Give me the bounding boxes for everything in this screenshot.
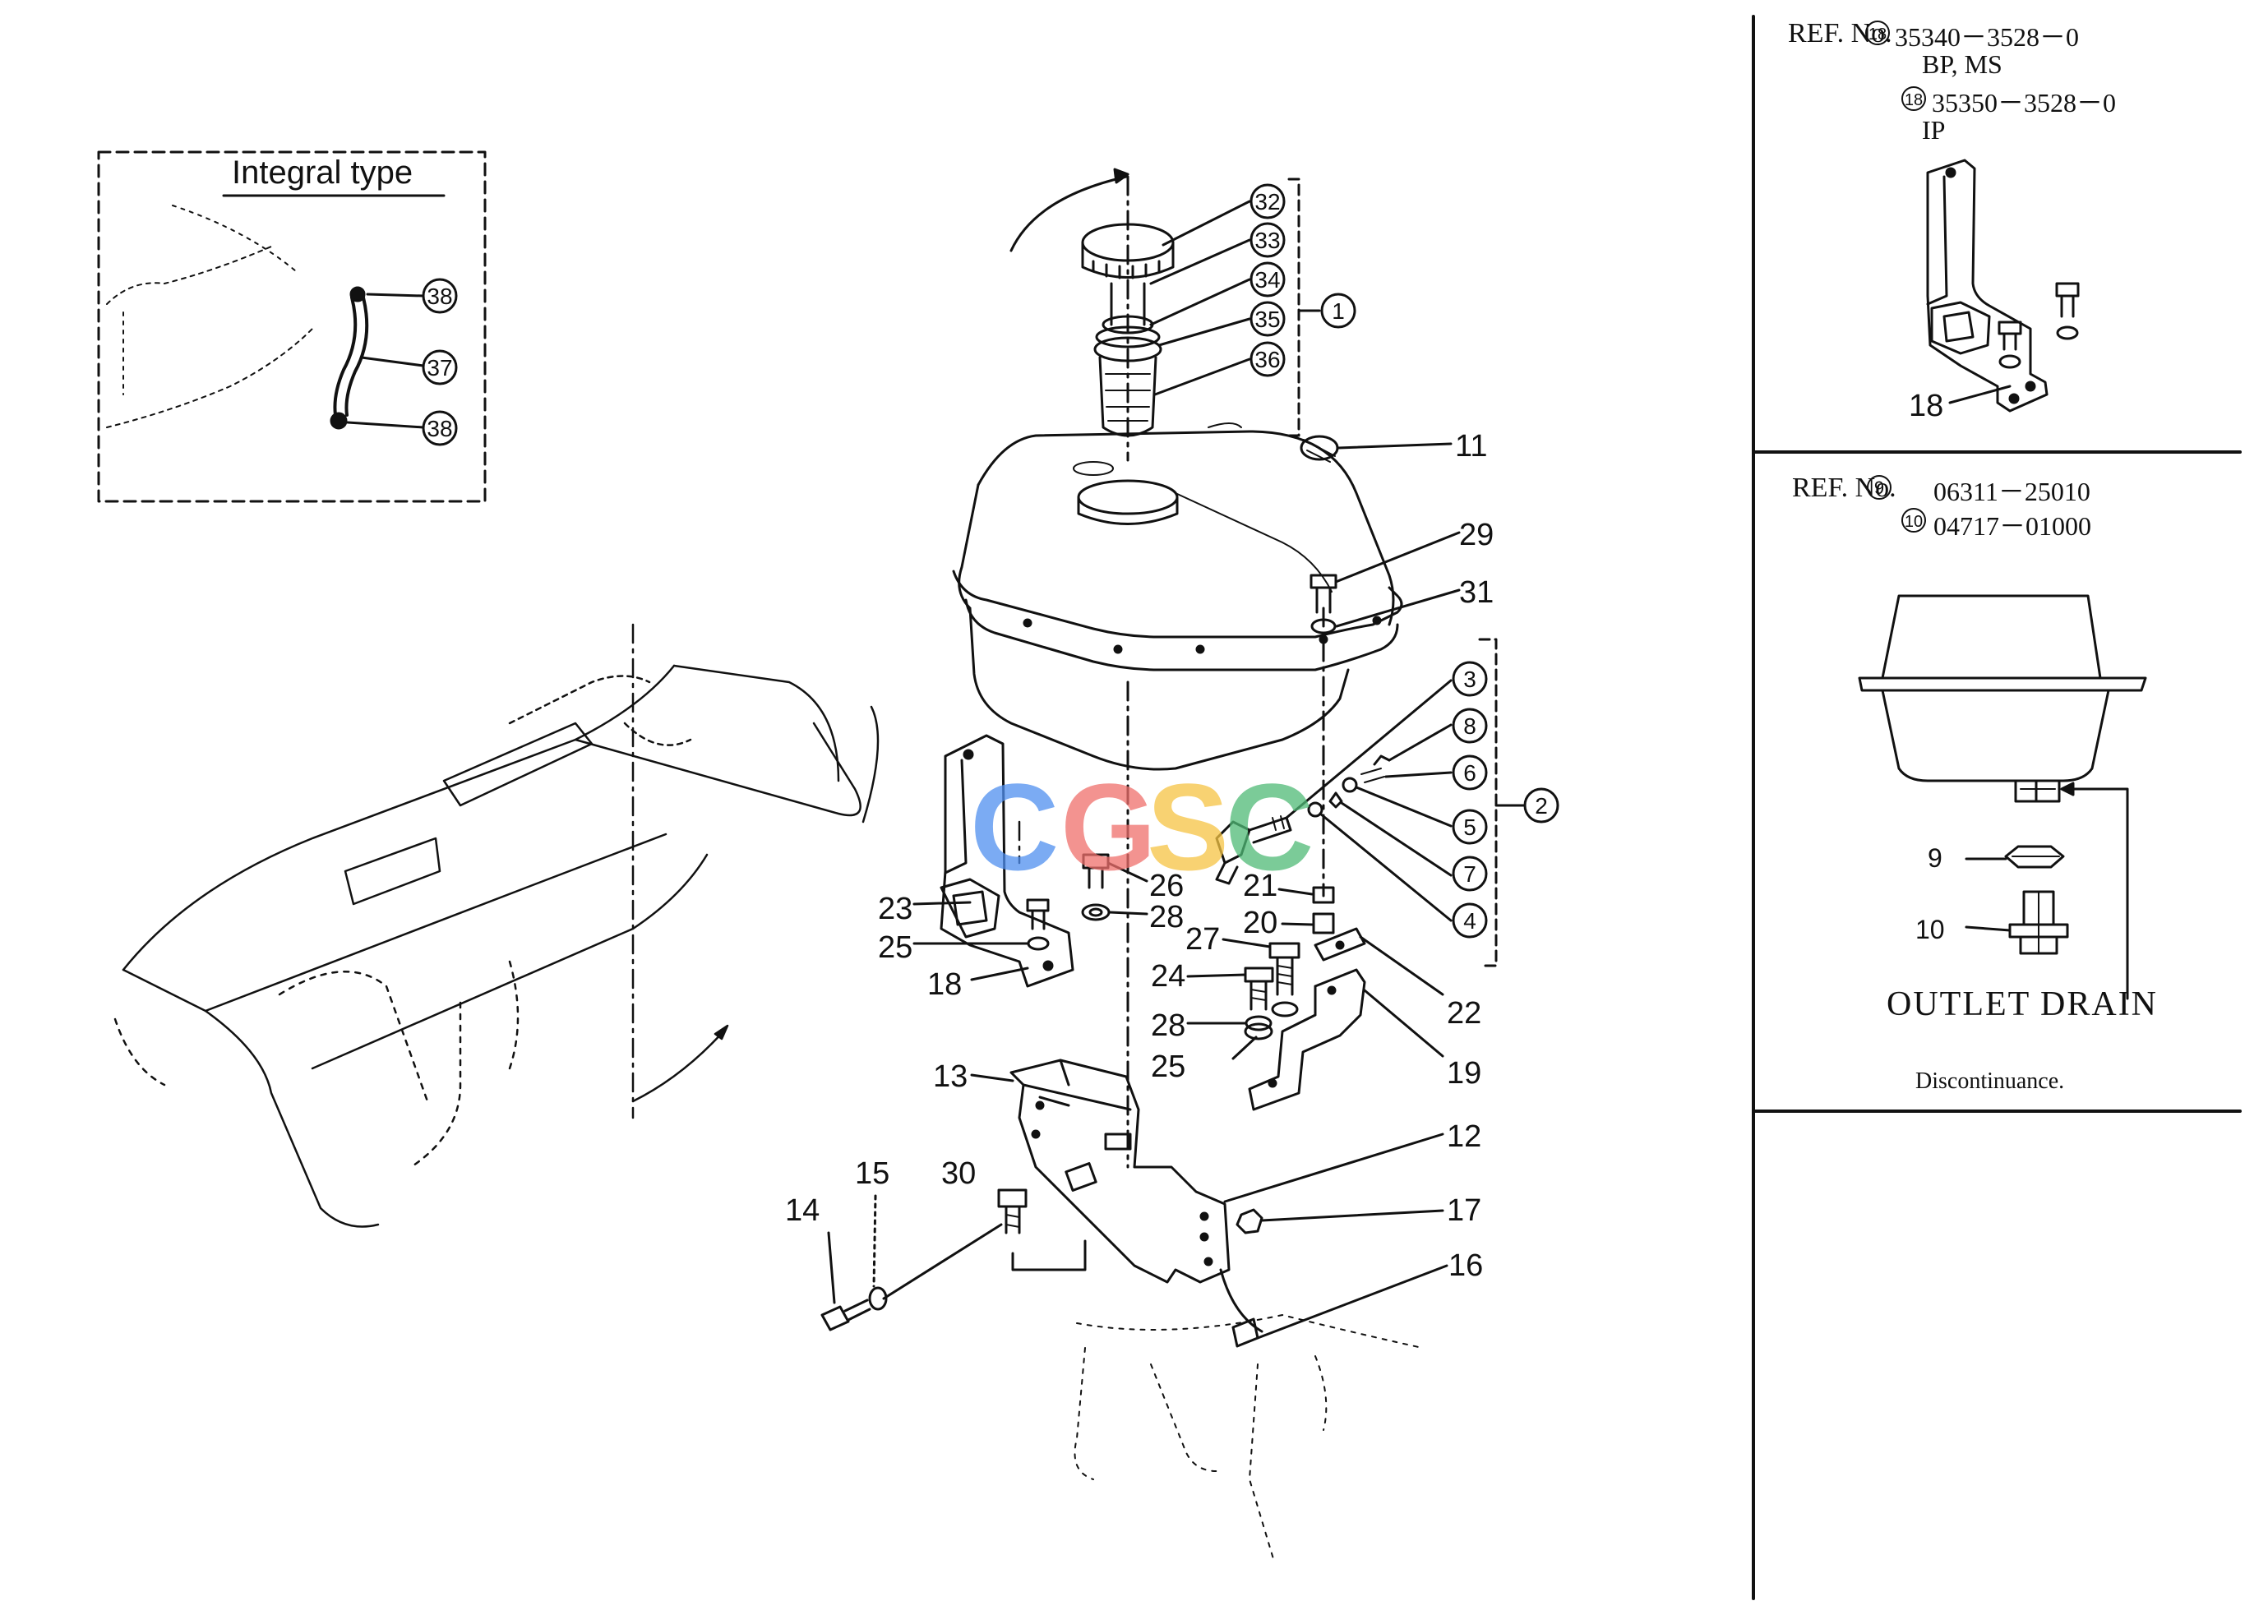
- clip-part: [1300, 435, 1453, 463]
- callout-20: 20: [1243, 906, 1277, 940]
- ref2-part-a: 06311－25010: [1933, 477, 2090, 506]
- bolts-right-set: [1186, 938, 1300, 1060]
- inset-callouts: 38 37 38: [427, 284, 452, 441]
- callout-18: 18: [927, 967, 962, 1002]
- callout-24: 24: [1151, 959, 1185, 994]
- callout-6: 6: [1463, 760, 1476, 786]
- ref1-callout-18: 18: [1909, 389, 1943, 423]
- watermark-letter-4: C: [1225, 758, 1314, 896]
- callout-14: 14: [785, 1193, 820, 1228]
- ref2-num-b: 10: [1905, 513, 1923, 531]
- callout-27: 27: [1185, 922, 1220, 957]
- tractor-body-outline: [113, 623, 1021, 1228]
- ref1-label: REF. No.: [1788, 18, 1892, 48]
- circled-callouts: 32 33 34 35 36 1 3 8 6 5 7 4 2: [1254, 189, 1547, 934]
- right-bracket: [1248, 927, 1444, 1111]
- watermark: C G S C: [970, 756, 1332, 896]
- callout-17: 17: [1447, 1193, 1481, 1228]
- callout-5: 5: [1463, 814, 1476, 840]
- bolt-and-washer-upper: [1081, 853, 1148, 921]
- plain-callouts: 11 29 31 26 28 23 25 18 21 20 27 24 28 2…: [785, 429, 1494, 1283]
- ref1-variant-a: BP, MS: [1922, 49, 2002, 79]
- callout-21: 21: [1243, 869, 1277, 903]
- drain-caption: OUTLET DRAIN: [1887, 985, 2159, 1023]
- under-bracket: [820, 1059, 1448, 1348]
- ref1-part-a: 35340－3528－0: [1895, 22, 2080, 52]
- callout-15: 15: [855, 1156, 889, 1191]
- nuts-21-20: [1277, 886, 1335, 934]
- callout-13: 13: [933, 1059, 968, 1094]
- ref-panel-frame: [1752, 15, 2242, 1600]
- callout-28-lower: 28: [1151, 1008, 1185, 1043]
- fuel-cock-group: [1215, 638, 1559, 967]
- callout-31: 31: [1459, 575, 1494, 610]
- ref2-label: REF. No.: [1792, 473, 1896, 503]
- callout-7: 7: [1463, 861, 1476, 887]
- frame-fragment-lower: [1074, 1314, 1423, 1562]
- callout-1: 1: [1332, 298, 1345, 324]
- ref-panel-circles: [1865, 21, 1926, 533]
- ref1-part-b: 35350－3528－0: [1932, 88, 2117, 118]
- callout-23: 23: [878, 892, 912, 926]
- fuel-tank: [952, 422, 1403, 1169]
- callout-4: 4: [1463, 908, 1476, 934]
- callout-16: 16: [1448, 1248, 1483, 1283]
- callout-38-top: 38: [427, 284, 452, 309]
- callout-36: 36: [1254, 347, 1280, 372]
- callout-30: 30: [941, 1156, 976, 1191]
- ref1-num-a: 18: [1868, 25, 1887, 44]
- inset-title: Integral type: [232, 155, 413, 191]
- callout-26: 26: [1149, 869, 1184, 903]
- ref2-callout-9: 9: [1928, 843, 1942, 873]
- callout-2: 2: [1535, 793, 1548, 819]
- ref2-part-b: 04717－01000: [1933, 511, 2092, 541]
- callout-12: 12: [1447, 1119, 1481, 1154]
- ref2-num-a: 9: [1874, 478, 1884, 498]
- callout-25-upper: 25: [878, 930, 912, 965]
- filler-cap-assembly: [1009, 168, 1356, 462]
- discontinuance-note: Discontinuance.: [1915, 1068, 2065, 1094]
- callout-38-bottom: 38: [427, 416, 452, 441]
- callout-28-upper: 28: [1149, 900, 1184, 934]
- watermark-letter-3: S: [1147, 758, 1230, 896]
- ref1-num-b: 18: [1905, 91, 1923, 109]
- callout-32: 32: [1254, 189, 1280, 215]
- callout-19: 19: [1447, 1056, 1481, 1091]
- left-bracket: [912, 734, 1074, 988]
- callout-29: 29: [1459, 518, 1494, 552]
- ref-bracket-detail: [1926, 159, 2080, 413]
- callout-3: 3: [1463, 667, 1476, 692]
- drain-detail-drawing: [1858, 594, 2147, 1000]
- callout-33: 33: [1254, 228, 1280, 253]
- inset-box: [97, 150, 487, 503]
- callout-34: 34: [1254, 267, 1280, 293]
- watermark-letter-2: G: [1060, 758, 1157, 896]
- watermark-letter-1: C: [970, 758, 1060, 896]
- callout-37: 37: [427, 355, 452, 381]
- callout-11: 11: [1455, 429, 1487, 464]
- ref1-variant-b: IP: [1922, 115, 1946, 145]
- callout-25-lower: 25: [1151, 1050, 1185, 1084]
- ref-panel-circle-nums: 18 18 9 10 18 9 10: [1868, 25, 1945, 944]
- callout-8: 8: [1463, 713, 1476, 739]
- callout-35: 35: [1254, 307, 1280, 332]
- tank-bolt-and-washer: [1310, 531, 1461, 634]
- callout-22: 22: [1447, 996, 1481, 1031]
- ref2-callout-10: 10: [1915, 915, 1945, 944]
